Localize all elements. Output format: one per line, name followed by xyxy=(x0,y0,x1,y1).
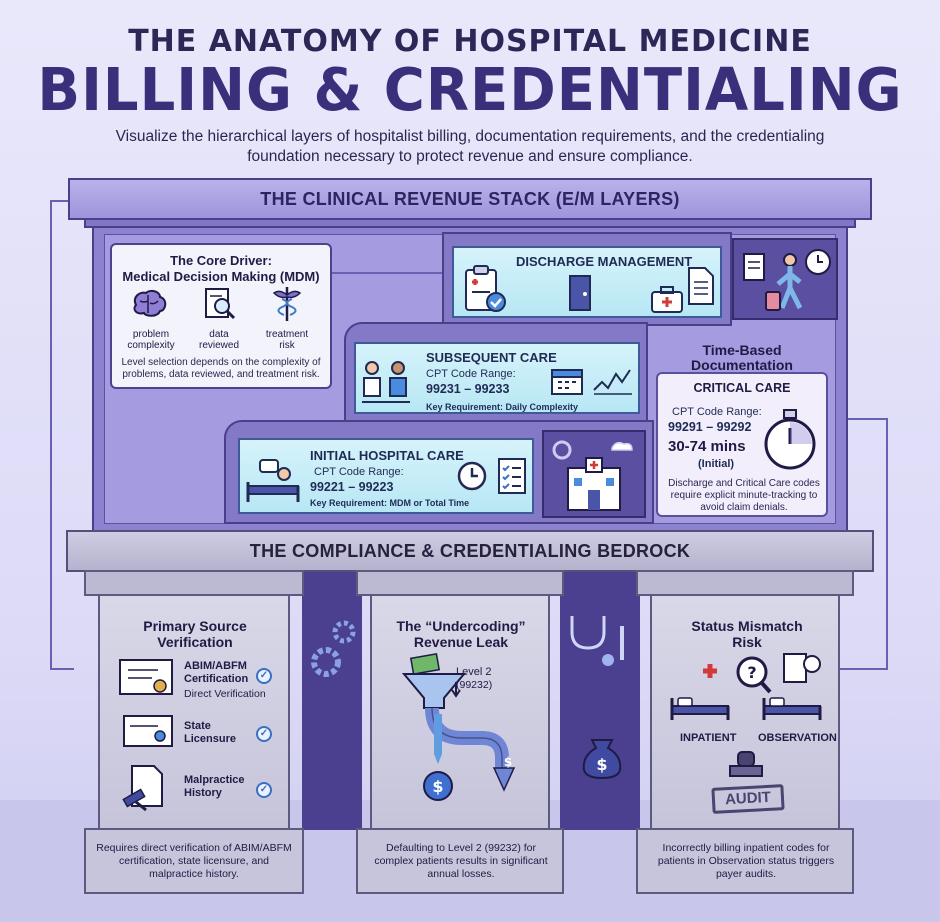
subsequent-code-label: CPT Code Range: xyxy=(426,368,516,380)
cred-item-3-label: Malpractice History xyxy=(184,774,245,799)
money-bag-icon: $ xyxy=(582,739,622,780)
initial-code-range: 99221 – 99223 xyxy=(310,480,394,494)
level-label: Level 2 xyxy=(456,666,492,678)
time-based-heading-line1: Time-Based xyxy=(702,342,782,358)
trend-chart-icon xyxy=(593,369,632,395)
pillar-3-note: Incorrectly billing inpatient codes for … xyxy=(657,842,835,880)
pillar-primary-source-verification: Primary Source Verification ABIM/ABFM Ce… xyxy=(98,594,290,830)
pillar-gap-right xyxy=(560,572,640,830)
checklist-icon xyxy=(498,458,526,494)
bedrock-banner: THE COMPLIANCE & CREDENTIALING BEDROCK xyxy=(66,530,874,572)
critical-care-minutes: 30-74 mins xyxy=(668,438,746,455)
initial-icon-box xyxy=(542,430,646,518)
license-icon xyxy=(123,715,173,747)
left-connector-line xyxy=(50,200,74,670)
mdm-item-problem-complexity: problem complexity xyxy=(127,329,175,351)
clock-icon xyxy=(457,461,487,491)
leaking-pipe-icon: $ $ xyxy=(401,652,516,801)
mdm-card: The Core Driver: Medical Decision Making… xyxy=(110,243,332,389)
observation-label: OBSERVATION xyxy=(758,732,837,744)
gears-icon xyxy=(311,620,356,677)
hospital-bed-patient-icon xyxy=(246,459,300,502)
pillar-3-base: Incorrectly billing inpatient codes for … xyxy=(636,828,854,894)
check-icon: ✓ xyxy=(256,726,272,742)
mdm-note: Level selection depends on the complexit… xyxy=(121,357,321,380)
doctor-patient-consult-icon xyxy=(362,361,410,403)
critical-care-card: CRITICAL CARE CPT Code Range: 99291 – 99… xyxy=(656,372,828,517)
caduceus-icon xyxy=(272,287,302,321)
pillar-1-base: Requires direct verification of ABIM/ABF… xyxy=(84,828,304,894)
pillar-3-title: Status Mismatch Risk xyxy=(691,618,803,650)
pillar-2-cap xyxy=(356,570,564,596)
level-code: (99232) xyxy=(456,679,493,691)
stack-title: THE CLINICAL REVENUE STACK (E/M LAYERS) xyxy=(260,188,680,209)
mdm-item-treatment-risk: treatment risk xyxy=(265,329,309,351)
pillar-2-base: Defaulting to Level 2 (99232) for comple… xyxy=(356,828,564,894)
initial-panel: INITIAL HOSPITAL CARE CPT Code Range: 99… xyxy=(238,438,534,514)
subsequent-requirement: Key Requirement: Daily Complexity xyxy=(426,402,579,412)
cred-item-1-label: ABIM/ABFM Certification xyxy=(184,660,249,685)
stack-roof: THE CLINICAL REVENUE STACK (E/M LAYERS) xyxy=(68,178,872,220)
svg-text:$: $ xyxy=(504,755,512,769)
door-icon xyxy=(569,275,591,311)
calendar-icon xyxy=(551,369,583,395)
pillar-undercoding: The “Undercoding” Revenue Leak $ $ Level… xyxy=(370,594,550,830)
pillar-2-title: The “Undercoding” Revenue Leak xyxy=(396,618,526,650)
discharge-icon-box xyxy=(732,238,838,320)
inpatient-label: INPATIENT xyxy=(680,732,737,744)
subsequent-code-range: 99231 – 99233 xyxy=(426,382,510,396)
critical-care-minutes-note: (Initial) xyxy=(698,458,735,470)
svg-text:$: $ xyxy=(596,755,607,774)
pillar-gap-left xyxy=(302,572,362,830)
discharge-title: DISCHARGE MANAGEMENT xyxy=(516,254,693,269)
stopwatch-icon xyxy=(764,409,816,470)
cred-item-1-sublabel: Direct Verification xyxy=(184,688,266,700)
medical-bag-icon xyxy=(651,286,683,313)
bedrock-title: THE COMPLIANCE & CREDENTIALING BEDROCK xyxy=(249,540,691,561)
pillar-2-note: Defaulting to Level 2 (99232) for comple… xyxy=(374,842,548,880)
mdm-title-line2: Medical Decision Making (MDM) xyxy=(122,269,320,284)
mdm-to-discharge-line xyxy=(332,272,442,274)
subsequent-panel: SUBSEQUENT CARE CPT Code Range: 99231 – … xyxy=(354,342,640,414)
roof-ledge xyxy=(84,218,856,228)
pillar-status-mismatch: Status Mismatch Risk ? INPATIENT OBSERVA… xyxy=(650,594,840,830)
mdm-title-line1: The Core Driver: xyxy=(170,253,272,268)
gavel-document-icon xyxy=(122,765,163,812)
initial-code-label: CPT Code Range: xyxy=(314,466,404,478)
critical-care-title: CRITICAL CARE xyxy=(693,381,791,395)
svg-text:$: $ xyxy=(432,777,443,796)
check-icon: ✓ xyxy=(256,668,272,684)
header-subtitle: Visualize the hierarchical layers of hos… xyxy=(115,128,825,165)
clipboard-check-icon xyxy=(465,265,506,312)
audit-stamp: AUDIT xyxy=(711,784,785,814)
critical-care-note: Discharge and Critical Care codes requir… xyxy=(668,478,820,513)
subsequent-title: SUBSEQUENT CARE xyxy=(426,350,557,365)
hospital-building-icon xyxy=(552,440,633,511)
initial-requirement: Key Requirement: MDM or Total Time xyxy=(310,498,470,508)
header-title-top: THE ANATOMY OF HOSPITAL MEDICINE xyxy=(128,24,812,59)
pillar-1-note: Requires direct verification of ABIM/ABF… xyxy=(96,842,292,880)
stethoscope-icon xyxy=(570,616,624,666)
discharge-panel: DISCHARGE MANAGEMENT xyxy=(452,246,722,318)
certificate-icon xyxy=(119,659,173,695)
pillar-3-cap xyxy=(636,570,854,596)
check-icon: ✓ xyxy=(256,782,272,798)
right-connector-line xyxy=(832,418,888,670)
status-mismatch-icon: ? xyxy=(670,653,822,720)
document-magnifier-icon xyxy=(205,288,236,320)
pillar-1-title: Primary Source Verification xyxy=(143,618,247,650)
time-based-heading-line2: Documentation xyxy=(691,357,793,373)
initial-title: INITIAL HOSPITAL CARE xyxy=(310,448,464,463)
header-title-main: BILLING & CREDENTIALING xyxy=(37,56,903,125)
mdm-item-data-reviewed: data reviewed xyxy=(198,329,240,351)
document-icon xyxy=(688,267,714,305)
pillar-1-cap xyxy=(84,570,304,596)
stamp-icon xyxy=(729,751,763,777)
walking-patient-icon xyxy=(743,249,831,311)
brain-icon xyxy=(133,289,167,317)
cred-item-2-label: State Licensure xyxy=(184,720,236,745)
critical-care-code-label: CPT Code Range: xyxy=(672,406,762,418)
critical-care-code-range: 99291 – 99292 xyxy=(668,420,752,434)
svg-text:?: ? xyxy=(747,663,756,682)
